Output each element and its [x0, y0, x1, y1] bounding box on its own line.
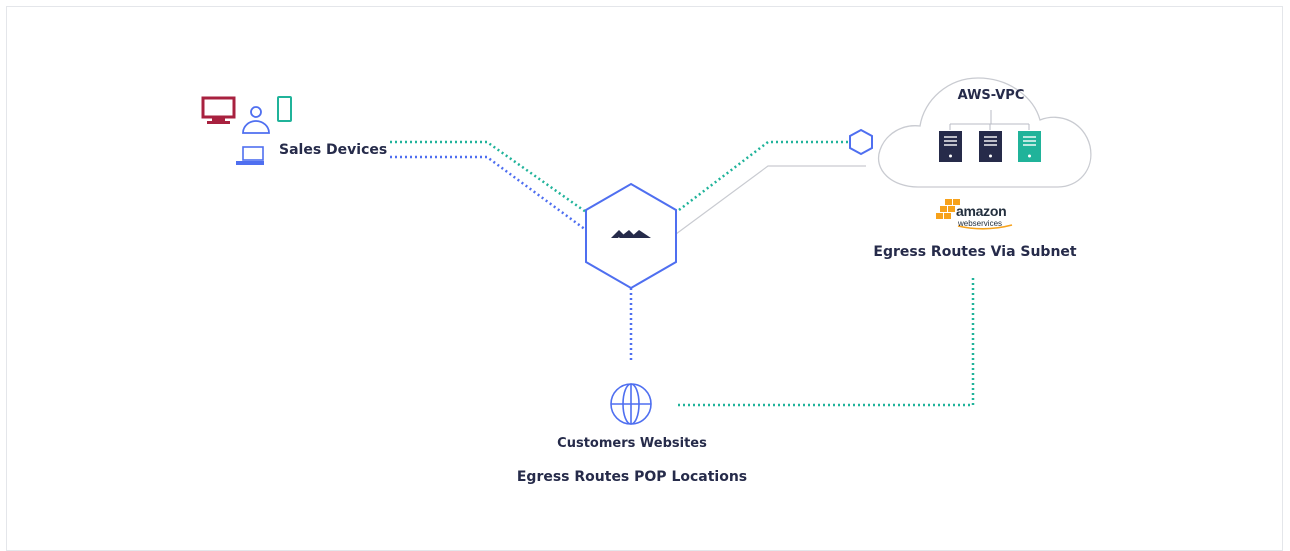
desktop-icon [201, 96, 236, 124]
globe-icon [610, 383, 652, 425]
sales-teal-connector [390, 140, 587, 214]
server-icon [939, 131, 962, 162]
server-icon [1018, 131, 1041, 162]
vpc-tree-lines [949, 110, 1030, 130]
aws-logo-wordmark: amazon [956, 203, 1007, 219]
aws-smile-icon [957, 224, 1013, 230]
phone-icon [277, 96, 292, 122]
aws-vpc-label: AWS-VPC [957, 88, 1025, 103]
user-icon [242, 106, 270, 134]
egress-subnet-label: Egress Routes Via Subnet [873, 244, 1077, 260]
sales-blue-connector [390, 155, 587, 232]
server-icon [979, 131, 1002, 162]
aws-logo-subtext: webservices [958, 219, 1003, 228]
aws-cubes-icon [936, 199, 960, 219]
egress-pop-label: Egress Routes POP Locations [516, 469, 748, 485]
hub-vpc-teal-connector [678, 140, 848, 211]
hub-logo-icon [611, 230, 651, 238]
customers-websites-label: Customers Websites [557, 436, 707, 451]
gateway-hexagon-icon [849, 128, 873, 156]
vpc-customers-connector [676, 278, 975, 407]
laptop-icon [236, 146, 264, 165]
hub-vpc-gray-connector [675, 165, 866, 235]
sales-devices-label: Sales Devices [279, 142, 388, 158]
